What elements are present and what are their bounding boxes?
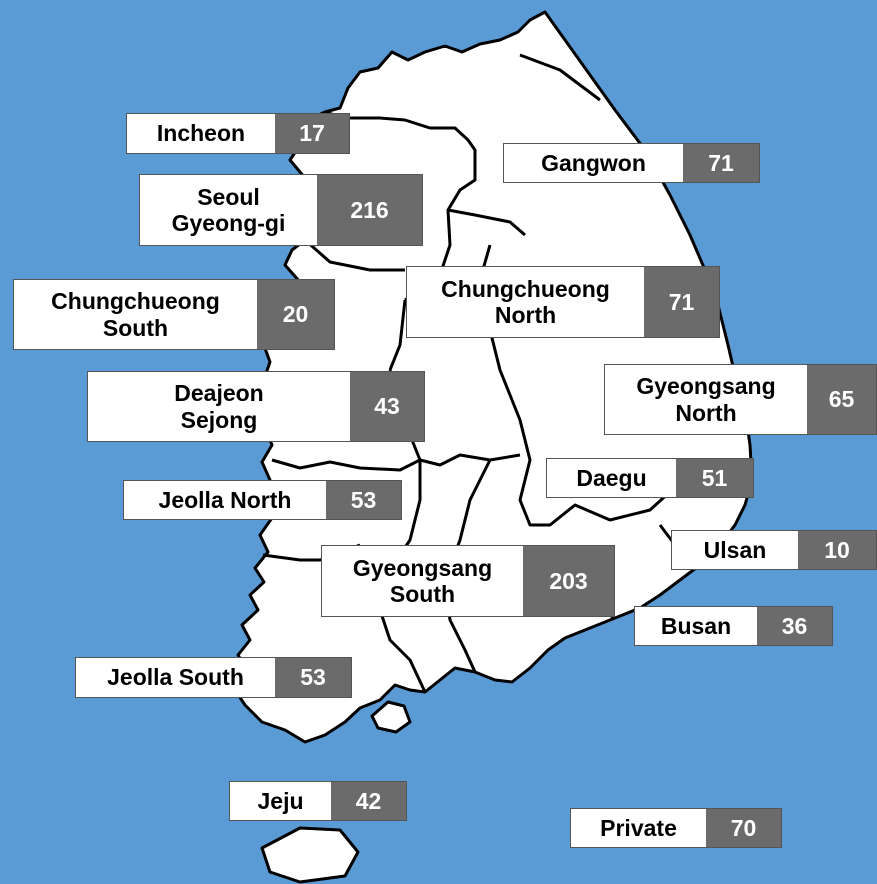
region-name-line: South: [102, 314, 169, 341]
region-count: 17: [275, 114, 349, 153]
region-count-value: 216: [350, 196, 389, 223]
region-name-line: Busan: [660, 612, 732, 639]
region-count: 43: [350, 372, 424, 441]
coastal-island: [370, 700, 412, 734]
region-name: Busan: [635, 607, 757, 645]
region-count-value: 71: [668, 288, 695, 315]
region-count: 51: [676, 459, 753, 497]
region-count-value: 36: [781, 612, 808, 639]
region-count-value: 53: [300, 664, 326, 690]
region-name-line: Gyeongsang: [352, 554, 493, 581]
region-count-value: 70: [730, 814, 757, 841]
region-label-ulsan: Ulsan 10: [671, 530, 877, 570]
region-count-value: 51: [701, 464, 728, 491]
region-name: Chungchueong North: [407, 267, 644, 337]
region-name-line: South: [389, 581, 456, 607]
region-name: Chungchueong South: [14, 280, 257, 349]
region-label-seoul-gyeonggi: Seoul Gyeong-gi 216: [139, 174, 423, 246]
region-label-gangwon: Gangwon 71: [503, 143, 760, 183]
region-name-line: Incheon: [156, 120, 246, 147]
region-count: 70: [706, 809, 781, 847]
region-label-jeolla-north: Jeolla North 53: [123, 480, 402, 520]
region-label-chungcheong-south: Chungchueong South 20: [13, 279, 335, 350]
region-label-incheon: Incheon 17: [126, 113, 350, 154]
region-name: Seoul Gyeong-gi: [140, 175, 317, 245]
region-count-value: 20: [282, 301, 309, 327]
region-count: 203: [523, 546, 614, 616]
region-count: 53: [326, 481, 401, 519]
region-name: Gyeongsang South: [322, 546, 523, 616]
region-count-value: 71: [708, 149, 734, 176]
region-count: 71: [683, 144, 759, 182]
region-label-private: Private 70: [570, 808, 782, 848]
region-name-line: Ulsan: [703, 536, 767, 563]
region-label-busan: Busan 36: [634, 606, 833, 646]
region-label-daegu: Daegu 51: [546, 458, 754, 498]
region-count-value: 17: [299, 120, 325, 146]
region-name-line: North: [675, 399, 737, 426]
region-name: Ulsan: [672, 531, 798, 569]
region-name-line: Chungchueong: [441, 275, 610, 302]
region-count: 10: [798, 531, 876, 569]
region-name: Incheon: [127, 114, 275, 153]
region-name-line: Sejong: [180, 406, 258, 433]
region-count-value: 43: [374, 393, 400, 419]
region-name: Private: [571, 809, 706, 847]
region-count: 36: [757, 607, 832, 645]
region-name: Jeju: [230, 782, 331, 820]
region-count: 216: [317, 175, 422, 245]
region-name-line: Private: [600, 814, 677, 841]
jeju-island: [260, 826, 360, 884]
region-name-line: North: [494, 302, 557, 328]
region-label-gyeongsang-south: Gyeongsang South 203: [321, 545, 615, 617]
region-count-value: 42: [355, 787, 382, 814]
region-name-line: Gyeong-gi: [171, 210, 286, 236]
region-name-line: Jeolla South: [107, 664, 244, 691]
region-name: Jeolla North: [124, 481, 326, 519]
region-name-line: Daegu: [576, 464, 647, 491]
region-name-line: Gangwon: [541, 149, 646, 176]
region-name-line: Jeolla North: [158, 486, 292, 513]
region-label-chungcheong-north: Chungchueong North 71: [406, 266, 720, 338]
region-count: 65: [807, 365, 876, 434]
region-name-line: Chungchueong: [51, 288, 220, 315]
region-name-line: Deajeon: [174, 380, 264, 407]
region-name: Gangwon: [504, 144, 683, 182]
region-count-value: 203: [549, 567, 588, 594]
region-count: 20: [257, 280, 334, 349]
region-label-daejeon-sejong: Deajeon Sejong 43: [87, 371, 425, 442]
region-count-value: 10: [824, 536, 850, 563]
region-count: 71: [644, 267, 719, 337]
region-name: Jeolla South: [76, 658, 275, 697]
region-name: Deajeon Sejong: [88, 372, 350, 441]
region-count: 42: [331, 782, 406, 820]
region-name-line: Jeju: [257, 787, 304, 814]
region-label-gyeongsang-north: Gyeongsang North 65: [604, 364, 877, 435]
region-name-line: Gyeongsang: [636, 373, 776, 400]
region-name: Gyeongsang North: [605, 365, 807, 434]
region-label-jeolla-south: Jeolla South 53: [75, 657, 352, 698]
region-name: Daegu: [547, 459, 676, 497]
region-name-line: Seoul: [197, 183, 260, 210]
region-count-value: 65: [828, 386, 855, 412]
region-count-value: 53: [350, 486, 377, 513]
region-count: 53: [275, 658, 351, 697]
region-label-jeju: Jeju 42: [229, 781, 407, 821]
